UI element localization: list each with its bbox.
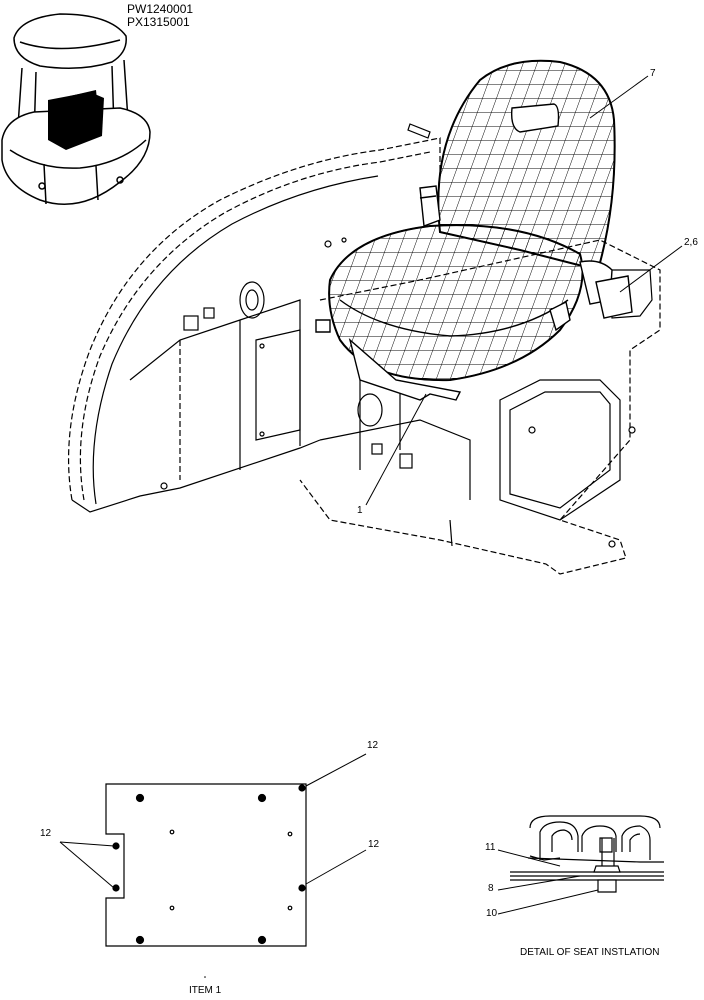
- detail-leader-lines: [497, 849, 599, 915]
- serial-number-2: PX1315001: [127, 15, 190, 29]
- mounting-plate: [105, 783, 307, 947]
- callout-detail-8: 8: [488, 883, 494, 894]
- plate-leader-lines: [59, 753, 367, 889]
- callout-plate-top: 12: [367, 740, 379, 751]
- caption-item-1: ITEM 1: [189, 985, 222, 996]
- seat-installation-detail: [510, 815, 664, 893]
- leader-lines: [365, 75, 683, 506]
- cab-locator-thumbnail: [1, 13, 151, 206]
- caption-detail: DETAIL OF SEAT INSTLATION: [520, 947, 660, 958]
- serial-number-1: PW1240001: [127, 2, 194, 16]
- callout-detail-10: 10: [486, 908, 498, 919]
- callout-detail-11: 11: [485, 842, 496, 853]
- cab-frame: [67, 123, 661, 575]
- callout-plate-left: 12: [40, 828, 52, 839]
- callout-item-1: 1: [357, 505, 363, 516]
- callout-item-2-6: 2,6: [684, 237, 698, 248]
- callout-plate-right: 12: [368, 839, 380, 850]
- callout-seat: 7: [650, 68, 656, 79]
- operator-seat: [315, 59, 633, 401]
